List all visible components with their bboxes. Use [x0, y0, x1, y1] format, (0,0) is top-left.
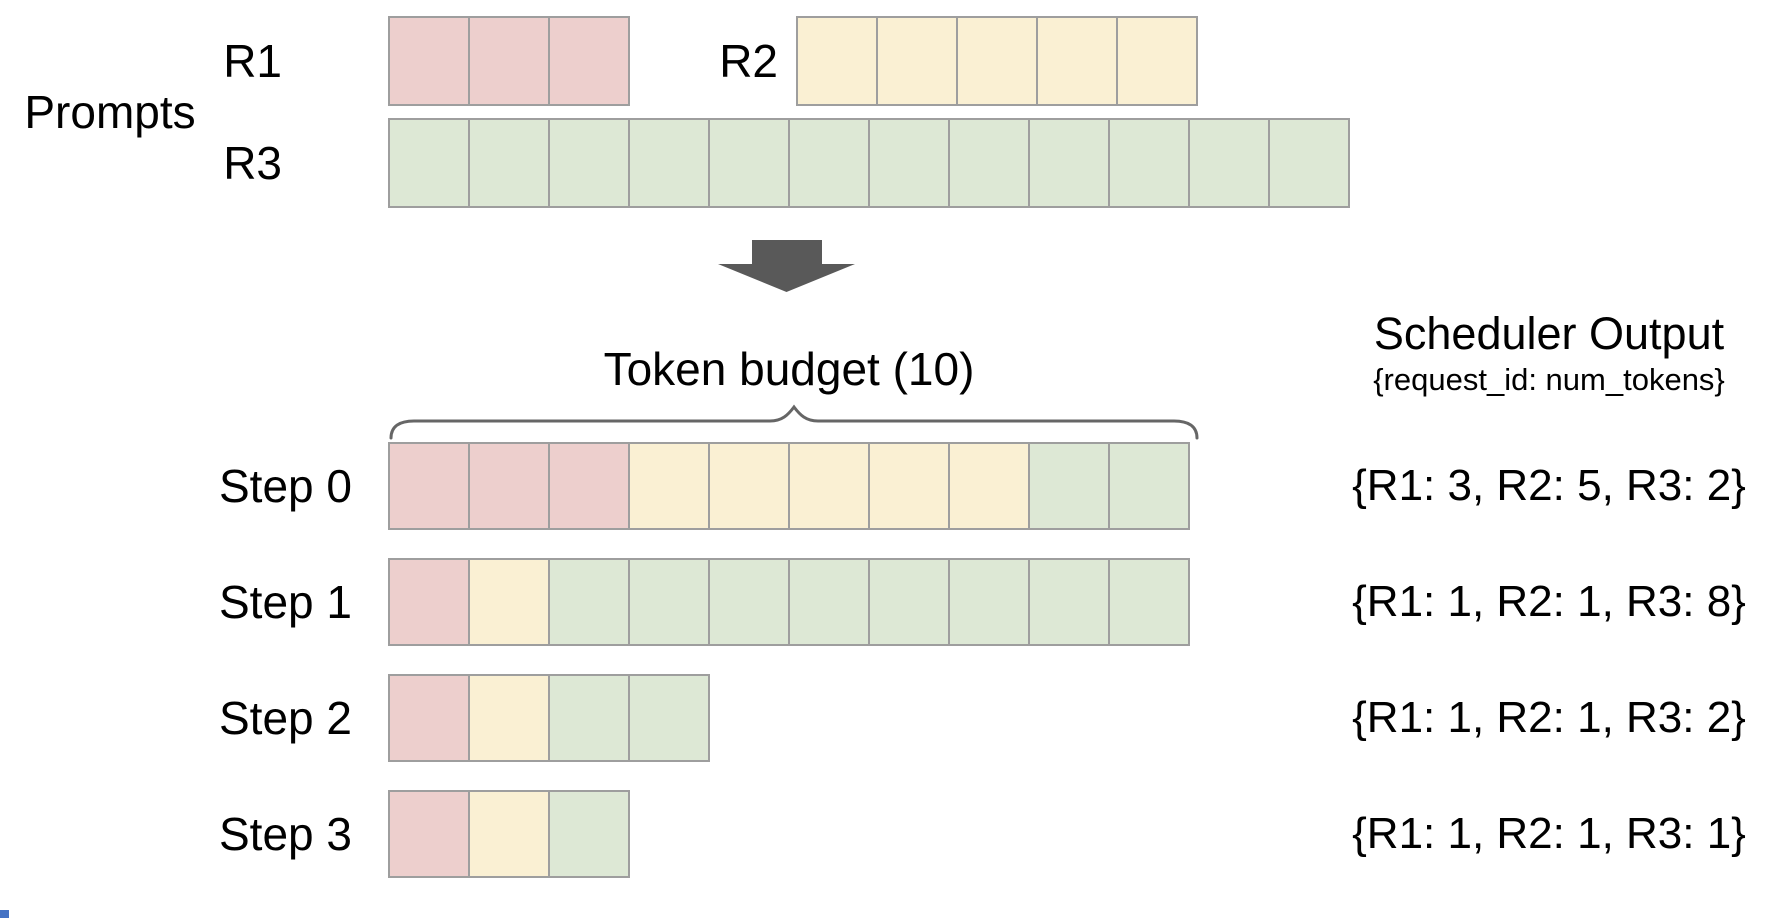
request-label-r3: R3: [223, 137, 282, 189]
token-cell-r3: [1268, 118, 1350, 208]
token-cell-r3: [868, 118, 950, 208]
step-row-3: Step 3 {R1: 1, R2: 1, R3: 1}: [0, 790, 1788, 878]
request-label-r1: R1: [223, 35, 282, 87]
prompt-cells-r2: [796, 16, 1198, 106]
token-cell-r2: [468, 558, 550, 646]
token-cell-r3: [1108, 558, 1190, 646]
token-cell-r1: [388, 442, 470, 530]
token-cell-r3: [548, 558, 630, 646]
step-3-token-cells: [388, 790, 630, 878]
step-1-scheduler-output: {R1: 1, R2: 1, R3: 8}: [1352, 577, 1746, 626]
token-cell-r3: [868, 558, 950, 646]
step-1-token-cells: [388, 558, 1190, 646]
token-cell-r3: [628, 558, 710, 646]
token-cell-r3: [1108, 442, 1190, 530]
token-cell-r3: [548, 790, 630, 878]
token-budget-brace: [389, 404, 1199, 440]
token-cell-r2: [628, 442, 710, 530]
token-cell-r2: [956, 16, 1038, 106]
token-cell-r3: [628, 118, 710, 208]
token-cell-r3: [708, 558, 790, 646]
token-cell-r3: [1028, 118, 1110, 208]
scheduler-output-subtitle: {request_id: num_tokens}: [1373, 362, 1725, 397]
token-cell-r3: [708, 118, 790, 208]
step-row-0: Step 0 {R1: 3, R2: 5, R3: 2}: [0, 442, 1788, 530]
step-0-label: Step 0: [219, 460, 352, 512]
token-cell-r2: [948, 442, 1030, 530]
step-2-label: Step 2: [219, 692, 352, 744]
prompt-cells-r3: [388, 118, 1350, 208]
request-label-r2: R2: [719, 35, 778, 87]
token-cell-r1: [388, 16, 470, 106]
step-row-1: Step 1 {R1: 1, R2: 1, R3: 8}: [0, 558, 1788, 646]
prompts-label: Prompts: [24, 86, 196, 138]
step-row-2: Step 2 {R1: 1, R2: 1, R3: 2}: [0, 674, 1788, 762]
prompt-cells-r1: [388, 16, 630, 106]
token-cell-r3: [388, 118, 470, 208]
token-cell-r3: [948, 118, 1030, 208]
down-arrow-icon: [718, 240, 855, 292]
token-cell-r1: [388, 558, 470, 646]
token-cell-r3: [628, 674, 710, 762]
token-cell-r2: [796, 16, 878, 106]
token-cell-r3: [1028, 442, 1110, 530]
step-0-token-cells: [388, 442, 1190, 530]
step-3-label: Step 3: [219, 808, 352, 860]
corner-artifact: [0, 910, 9, 918]
token-cell-r1: [548, 442, 630, 530]
token-cell-r2: [788, 442, 870, 530]
token-cell-r2: [468, 790, 550, 878]
token-cell-r3: [468, 118, 550, 208]
scheduler-output-title: Scheduler Output: [1373, 308, 1725, 359]
token-cell-r2: [708, 442, 790, 530]
step-3-scheduler-output: {R1: 1, R2: 1, R3: 1}: [1352, 809, 1746, 858]
step-2-scheduler-output: {R1: 1, R2: 1, R3: 2}: [1352, 693, 1746, 742]
token-cell-r3: [788, 558, 870, 646]
token-cell-r3: [548, 118, 630, 208]
token-cell-r2: [1036, 16, 1118, 106]
token-cell-r2: [868, 442, 950, 530]
token-cell-r1: [388, 674, 470, 762]
step-2-token-cells: [388, 674, 710, 762]
token-cell-r2: [876, 16, 958, 106]
step-0-scheduler-output: {R1: 3, R2: 5, R3: 2}: [1352, 461, 1746, 510]
token-cell-r2: [468, 674, 550, 762]
token-cell-r3: [1028, 558, 1110, 646]
token-cell-r1: [468, 442, 550, 530]
token-cell-r1: [548, 16, 630, 106]
token-cell-r3: [1108, 118, 1190, 208]
token-cell-r3: [948, 558, 1030, 646]
token-cell-r1: [388, 790, 470, 878]
step-1-label: Step 1: [219, 576, 352, 628]
token-cell-r3: [1188, 118, 1270, 208]
token-cell-r3: [548, 674, 630, 762]
scheduler-output-header: Scheduler Output {request_id: num_tokens…: [1310, 308, 1788, 400]
token-cell-r3: [788, 118, 870, 208]
token-budget-label: Token budget (10): [603, 343, 975, 395]
token-cell-r2: [1116, 16, 1198, 106]
token-cell-r1: [468, 16, 550, 106]
